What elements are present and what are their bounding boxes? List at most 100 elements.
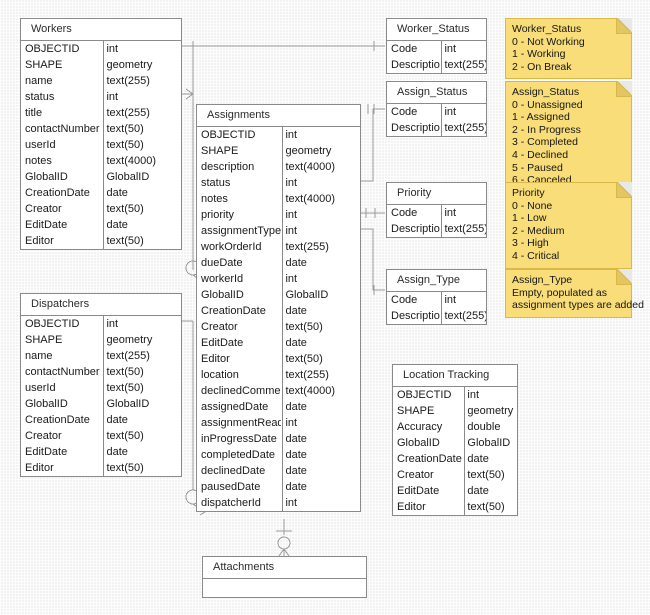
entity-title-worker-status: Worker_Status	[387, 19, 486, 41]
field-type: int	[285, 225, 298, 237]
field-name: Code	[391, 207, 418, 219]
note-assign-status[interactable]: Assign_Status 0 - Unassigned 1 - Assigne…	[505, 81, 632, 193]
note-line: 2 - On Break	[512, 60, 572, 73]
field-type: date	[285, 449, 307, 461]
field-name: notes	[25, 155, 52, 167]
field-type: text(255)	[444, 122, 486, 134]
field-type: text(255)	[285, 241, 329, 253]
field-name: status	[25, 91, 55, 103]
field-name: contactNumber	[25, 123, 100, 135]
entity-title-assign-type: Assign_Type	[387, 270, 486, 292]
field-name: Code	[391, 43, 418, 55]
table-row: declinedDate date	[197, 463, 360, 479]
note-assign-type[interactable]: Assign_Type Empty, populated as assignme…	[505, 269, 644, 318]
field-name: status	[201, 177, 231, 189]
field-type: text(50)	[106, 123, 144, 135]
field-name: Description	[391, 59, 440, 71]
field-type: int	[285, 129, 298, 141]
field-type: date	[285, 257, 307, 269]
field-name: declinedComment	[201, 385, 282, 397]
field-type: date	[467, 485, 489, 497]
note-line: 1 - Assigned	[512, 111, 570, 124]
table-row: contactNumber text(50)	[21, 121, 181, 137]
field-type: text(4000)	[285, 161, 336, 173]
connector-assignments-priority	[360, 208, 385, 218]
field-name: workerId	[201, 273, 244, 285]
field-name: Description	[391, 122, 440, 134]
field-name: EditDate	[201, 337, 244, 349]
field-type: text(50)	[106, 382, 144, 394]
note-line: 3 - High	[512, 237, 549, 250]
field-name: SHAPE	[25, 59, 63, 71]
field-type: text(50)	[106, 430, 144, 442]
field-type: text(255)	[444, 223, 486, 235]
field-name: workOrderId	[201, 241, 262, 253]
note-line: 4 - Critical	[512, 249, 560, 262]
field-name: priority	[201, 209, 235, 221]
field-name: assignmentRead	[201, 417, 282, 429]
field-type: text(50)	[106, 235, 144, 247]
entity-attachments[interactable]: Attachments	[202, 556, 367, 598]
field-name: Accuracy	[397, 421, 443, 433]
field-name: SHAPE	[397, 405, 435, 417]
note-worker-status[interactable]: Worker_Status 0 - Not Working 1 - Workin…	[505, 18, 632, 80]
note-line: 0 - Not Working	[512, 35, 585, 48]
table-row: Descriptiontext(255)	[387, 57, 486, 73]
field-name: Editor	[25, 462, 54, 474]
note-title: Worker_Status	[512, 23, 582, 35]
field-type: int	[444, 207, 457, 219]
field-name: CreationDate	[201, 305, 266, 317]
field-name: Editor	[25, 235, 54, 247]
note-line: 3 - Completed	[512, 136, 578, 149]
entity-fields-attachments	[203, 579, 366, 597]
field-name: userId	[25, 382, 56, 394]
field-name: declinedDate	[201, 465, 266, 477]
field-type: int	[444, 43, 457, 55]
field-name: inProgressDate	[201, 433, 277, 445]
field-type: int	[285, 273, 298, 285]
entity-worker-status[interactable]: Worker_Status Code int Descriptiontext(25…	[386, 18, 487, 74]
field-type: date	[285, 401, 307, 413]
field-type: text(50)	[106, 139, 144, 151]
field-type: text(50)	[106, 203, 144, 215]
table-row: Editor text(50)	[21, 233, 181, 249]
field-type: text(50)	[106, 462, 144, 474]
table-row: userId text(50)	[21, 380, 181, 396]
field-type: int	[106, 43, 119, 55]
field-type: date	[106, 446, 128, 458]
field-type: geometry	[467, 405, 514, 417]
note-title: Priority	[512, 187, 545, 199]
field-type: int	[106, 91, 119, 103]
entity-title-workers: Workers	[21, 19, 181, 41]
field-type: GlobalID	[285, 289, 329, 301]
note-priority[interactable]: Priority 0 - None 1 - Low 2 - Medium 3 -…	[505, 182, 632, 269]
entity-title-location-tracking: Location Tracking	[393, 365, 517, 387]
note-line: 0 - Unassigned	[512, 98, 583, 111]
note-line: 2 - Medium	[512, 224, 565, 237]
field-type: date	[285, 465, 307, 477]
note-line: 0 - None	[512, 199, 553, 212]
